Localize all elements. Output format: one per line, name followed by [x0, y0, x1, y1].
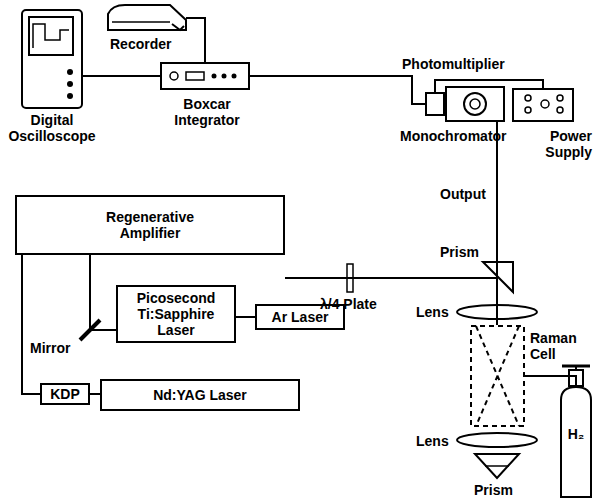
node-label: Regenerative Amplifier	[90, 209, 210, 241]
connector-line	[250, 76, 425, 104]
monochromator: Monochromator	[445, 86, 505, 122]
node-label: Power Supply	[500, 128, 592, 160]
node-label: Monochromator	[400, 128, 502, 144]
node-label: Digital Oscilloscope	[2, 112, 102, 144]
connector-line	[236, 316, 255, 318]
connector-line	[525, 376, 576, 386]
boxcar-integrator: Boxcar Integrator	[160, 62, 250, 90]
power-supply: Power Supply	[512, 88, 574, 122]
gas-cylinder: H₂	[560, 386, 592, 498]
oscilloscope: Digital Oscilloscope	[22, 10, 82, 108]
connector-line	[186, 18, 205, 62]
nd-yag-laser: Nd:YAG Laser	[100, 379, 300, 411]
node-label: Photomultiplier	[402, 56, 532, 72]
connector-line	[22, 255, 40, 394]
connector-line	[82, 75, 160, 77]
output-label: Output	[440, 186, 486, 202]
waveplate-label: λ/4 Plate	[320, 296, 377, 312]
mirror-label: Mirror	[30, 340, 70, 356]
kdp-crystal: KDP	[40, 383, 90, 405]
node-label: Raman Cell	[530, 330, 586, 362]
photomultiplier: Photomultiplier	[425, 92, 445, 116]
regenerative-amplifier: Regenerative Amplifier	[15, 195, 285, 255]
ti-sapphire-laser: Picosecond Ti:Sapphire Laser	[116, 285, 236, 343]
connector-line	[90, 393, 100, 395]
cell-outline	[470, 325, 525, 427]
lens-label: Lens	[416, 304, 449, 320]
node-label: Recorder	[110, 36, 200, 52]
node-label: KDP	[50, 386, 80, 402]
connector-line	[90, 255, 116, 330]
prism-label: Prism	[474, 482, 513, 498]
node-label: Ar Laser	[272, 309, 329, 325]
recorder: Recorder	[108, 4, 186, 32]
node-label: Boxcar Integrator	[152, 96, 262, 128]
prism-label: Prism	[440, 244, 479, 260]
connector-line	[496, 122, 498, 325]
lens-label: Lens	[416, 433, 449, 449]
raman-cell: Raman Cell	[470, 325, 525, 427]
node-label: H₂	[560, 426, 592, 442]
node-label: Picosecond Ti:Sapphire Laser	[126, 290, 226, 338]
cylinder-outline	[560, 386, 592, 498]
node-label: Nd:YAG Laser	[153, 387, 247, 403]
